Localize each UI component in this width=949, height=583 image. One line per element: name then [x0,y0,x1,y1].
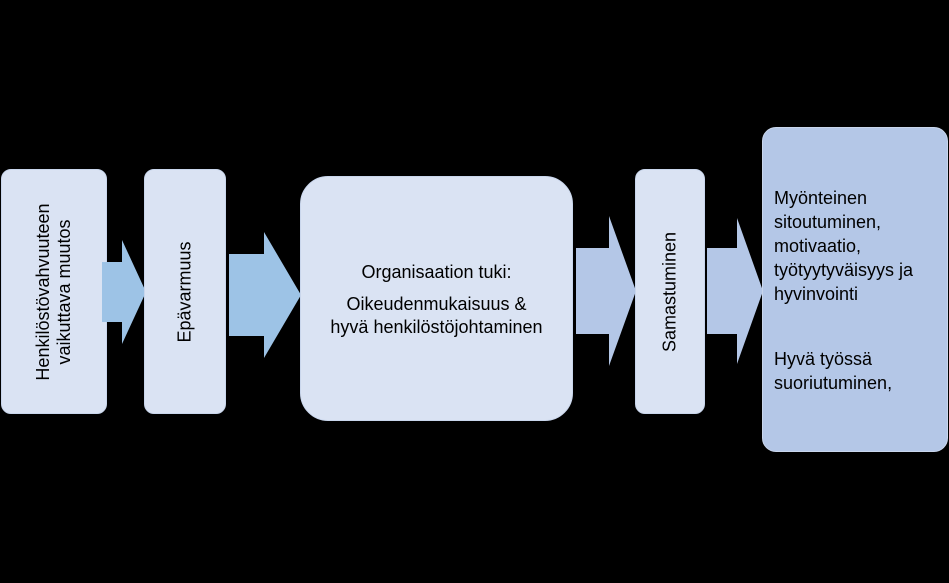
change-label-line2: vaikuttava muutos [54,218,74,365]
arrow-4 [707,218,763,364]
change-label: Henkilöstövahvuuteen vaikuttava muutos [33,203,75,380]
arrow-3 [576,216,636,366]
arrow-1 [102,240,146,344]
outcome-line: sitoutuminen, [774,212,882,232]
outcome-line: suoriutuminen, [774,373,893,393]
outcome-line: hyvinvointi [774,284,859,304]
outcomes-box: Myönteinen sitoutuminen, motivaatio, työ… [762,127,948,452]
uncertainty-box: Epävarmuus [144,169,226,414]
support-title: Organisaation tuki: [361,262,512,282]
outcome-line: Myönteinen [774,188,868,208]
outcome-line: Hyvä työssä [774,349,873,369]
outcomes-group-2: Hyvä työssä suoriutuminen, [774,347,941,395]
uncertainty-label: Epävarmuus [174,240,195,343]
organisation-support-box: Organisaation tuki: Oikeudenmukaisuus & … [300,176,573,421]
support-line2: hyvä henkilöstöjohtaminen [330,317,543,337]
identification-label: Samastuminen [659,231,680,352]
change-box: Henkilöstövahvuuteen vaikuttava muutos [1,169,107,414]
outcome-line: työtyytyväisyys ja [774,260,914,280]
arrow-2 [229,232,301,358]
outcomes-group-1: Myönteinen sitoutuminen, motivaatio, työ… [774,186,941,306]
identification-box: Samastuminen [635,169,705,414]
change-label-line1: Henkilöstövahvuuteen [33,202,53,381]
outcome-line: motivaatio, [774,236,862,256]
support-line1: Oikeudenmukaisuus & [346,294,527,314]
